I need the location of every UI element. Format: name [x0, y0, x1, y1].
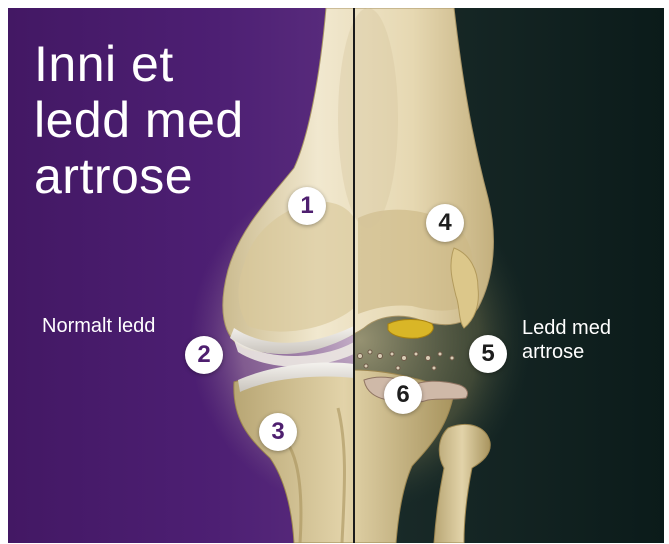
- title-line-1: Inni et: [34, 36, 244, 92]
- marker-4: 4: [426, 204, 464, 242]
- title-line-2: ledd med: [34, 92, 244, 148]
- knee-illustration: Inni et ledd med artrose Normalt ledd Le…: [8, 8, 664, 543]
- page-title: Inni et ledd med artrose: [34, 36, 244, 204]
- arthritis-joint-label: Ledd med artrose: [522, 316, 611, 364]
- marker-5: 5: [469, 335, 507, 373]
- arthritis-label-line-1: Ledd med: [522, 316, 611, 340]
- femur-shaft-shading: [338, 8, 398, 228]
- marker-2: 2: [185, 336, 223, 374]
- marker-6: 6: [384, 376, 422, 414]
- title-line-3: artrose: [34, 148, 244, 204]
- normal-joint-label: Normalt ledd: [42, 314, 155, 338]
- marker-1: 1: [288, 187, 326, 225]
- eburnated-bone-patch: [388, 320, 433, 339]
- marker-3: 3: [259, 413, 297, 451]
- arthritis-label-line-2: artrose: [522, 340, 611, 364]
